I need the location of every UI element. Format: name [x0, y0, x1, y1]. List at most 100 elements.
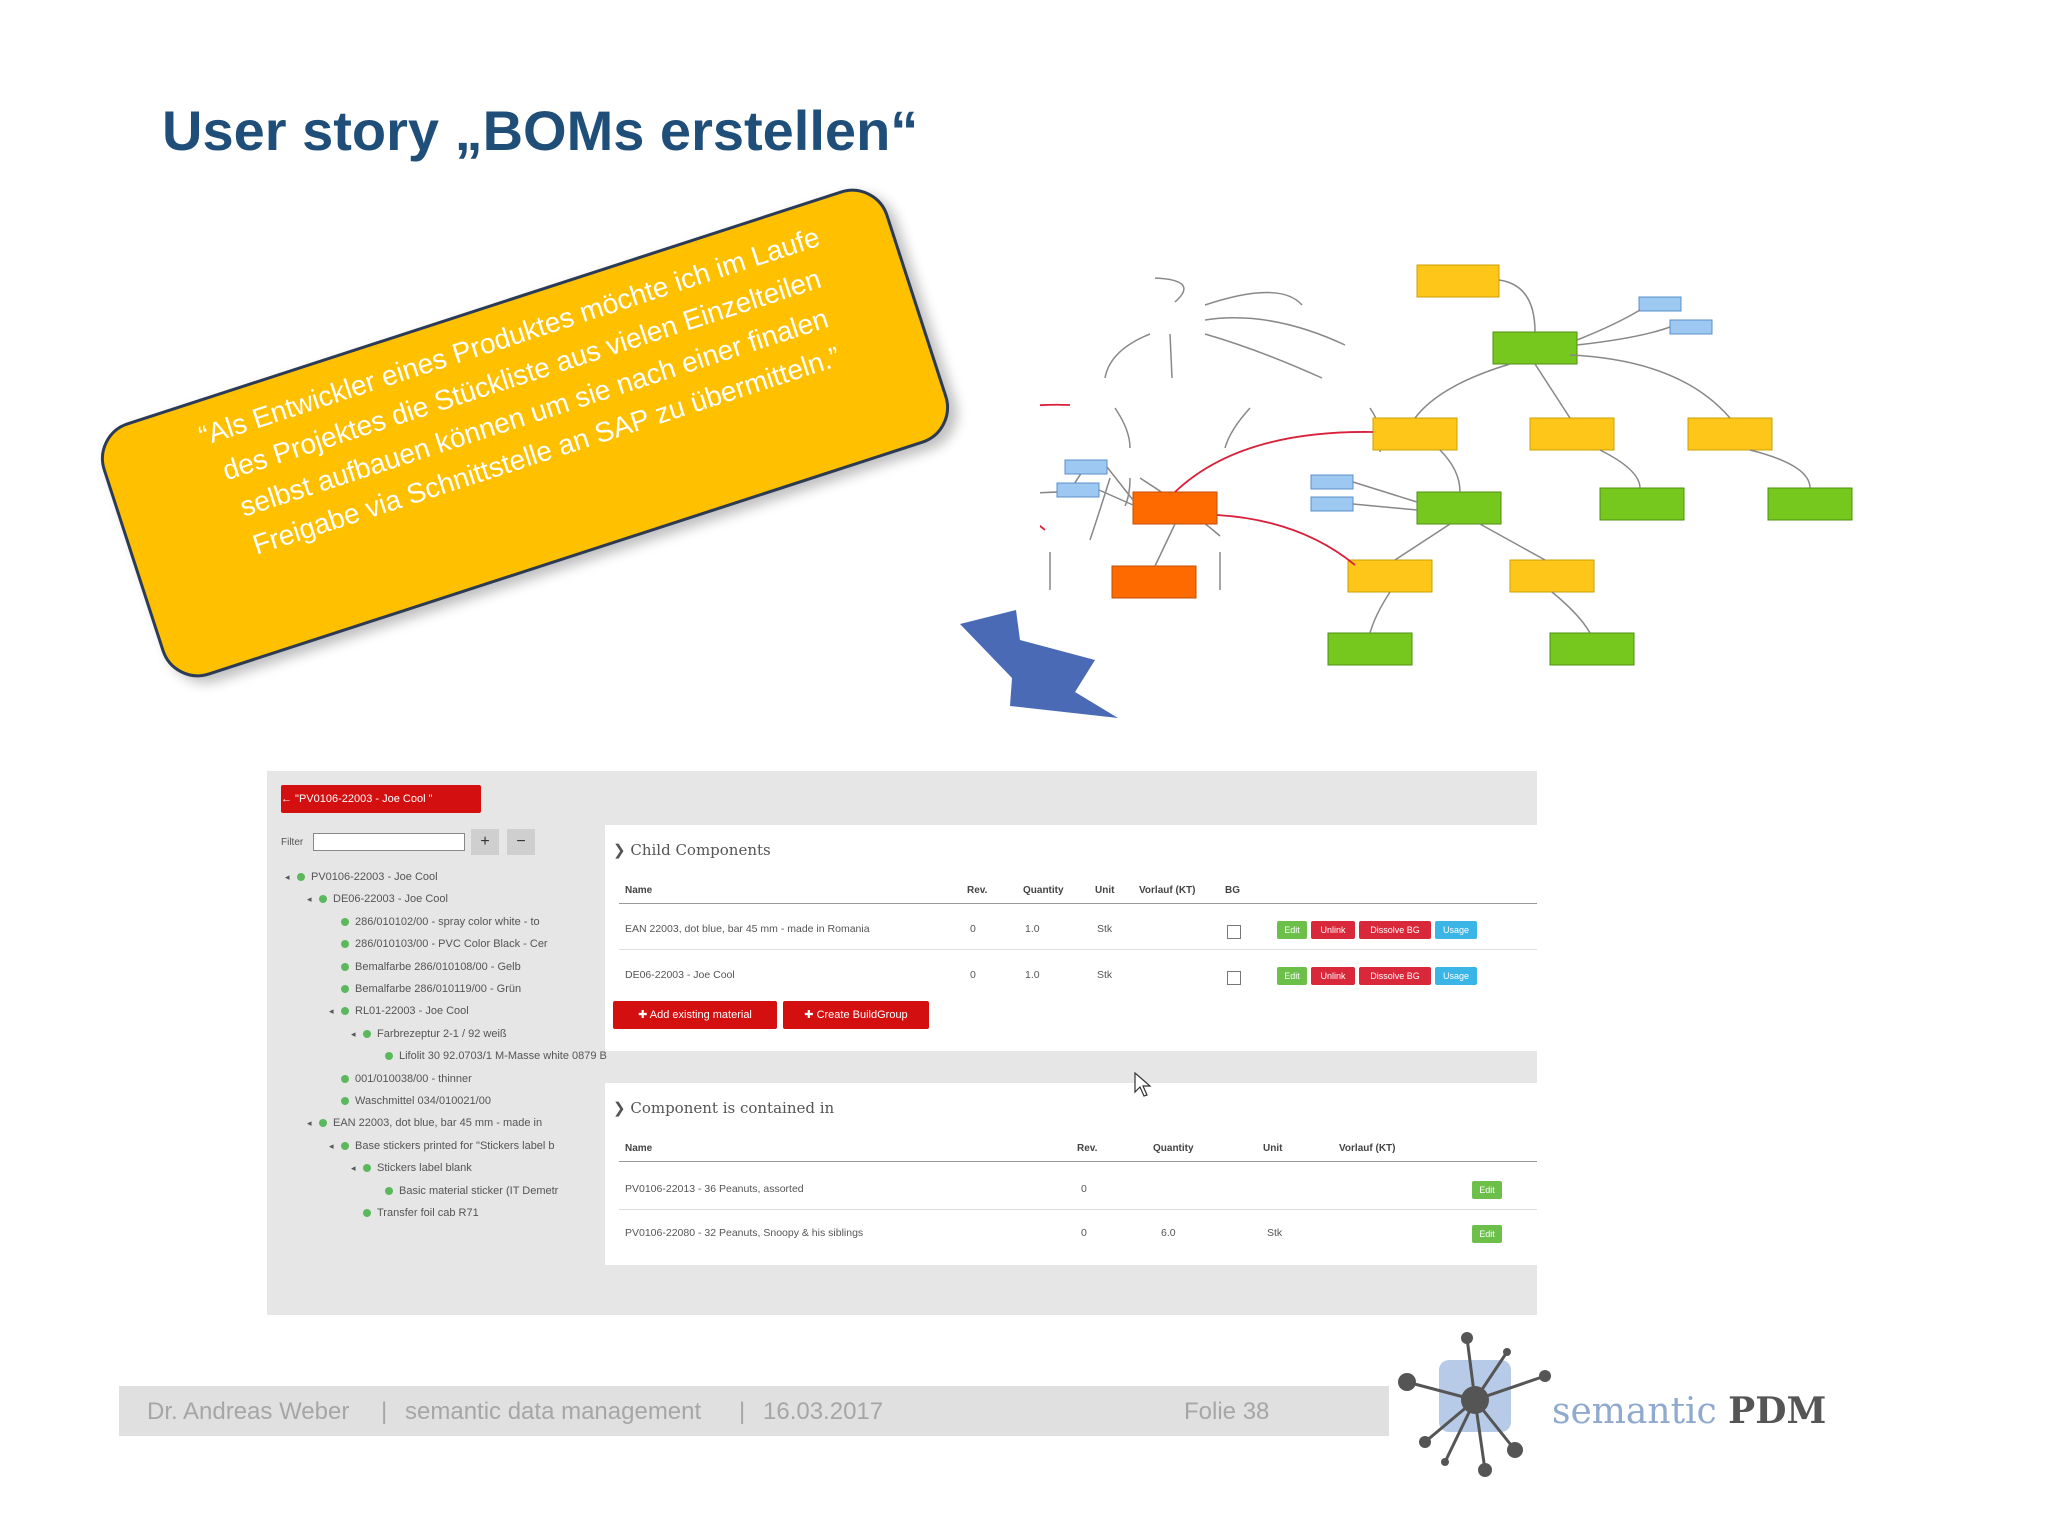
- status-dot-icon: [363, 1209, 371, 1218]
- tree-node[interactable]: Waschmittel 034/010021/00: [329, 1095, 491, 1107]
- tree-node[interactable]: Lifolit 30 92.0703/1 M-Masse white 0879 …: [373, 1050, 607, 1062]
- tree-node-label: 286/010103/00 - PVC Color Black - Cer: [355, 938, 548, 951]
- semantic-pdm-logo-icon: [1398, 1332, 1551, 1477]
- expand-all-button[interactable]: +: [471, 829, 499, 855]
- graph-edge: [1352, 503, 1418, 511]
- footer-bar: Dr. Andreas Weber | semantic data manage…: [119, 1386, 1389, 1436]
- col-unit: Unit: [1263, 1143, 1283, 1154]
- tree-expand-caret-icon[interactable]: ◂: [307, 1118, 312, 1129]
- parent-row-name: PV0106-22013 - 36 Peanuts, assorted: [625, 1183, 804, 1195]
- add-existing-material-button[interactable]: ✚ Add existing material: [613, 1001, 777, 1029]
- graph-node-blue: [1310, 496, 1354, 512]
- graph-edge: [1534, 363, 1571, 419]
- graph-node-green: [1492, 331, 1578, 365]
- filter-input[interactable]: [313, 833, 465, 851]
- graph-edge: [1154, 523, 1176, 567]
- graph-node-orange: [1111, 565, 1197, 599]
- dissolve-bg-button[interactable]: Dissolve BG: [1359, 967, 1431, 985]
- status-dot-icon: [385, 1052, 393, 1061]
- status-dot-icon: [341, 985, 349, 994]
- bom-graph: [1040, 264, 1853, 666]
- status-dot-icon: [341, 940, 349, 949]
- tree-node[interactable]: ◂Base stickers printed for "Stickers lab…: [329, 1140, 555, 1152]
- graph-edge: [1106, 466, 1134, 501]
- graph-node-green: [1549, 632, 1635, 666]
- usage-button[interactable]: Usage: [1435, 967, 1477, 985]
- dissolve-bg-button[interactable]: Dissolve BG: [1359, 921, 1431, 939]
- collapse-all-button[interactable]: −: [507, 829, 535, 855]
- graph-edge: [1394, 523, 1451, 561]
- col-name: Name: [625, 885, 653, 896]
- tree-node[interactable]: ◂ EAN 22003, dot blue, bar 45 mm - made i…: [307, 1117, 542, 1129]
- graph-edge: [1576, 326, 1671, 346]
- graph-node-yellow: [1509, 559, 1595, 593]
- footer-separator: |: [739, 1398, 746, 1425]
- tree-node[interactable]: Bemalfarbe 286/010108/00 - Gelb: [329, 961, 521, 973]
- graph-edge: [1414, 363, 1511, 419]
- tree-node[interactable]: ◂Stickers label blank: [351, 1162, 472, 1174]
- edit-button[interactable]: Edit: [1472, 1225, 1502, 1243]
- tree-node[interactable]: ◂DE06-22003 - Joe Cool: [307, 893, 448, 905]
- tree-node[interactable]: 286/010103/00 - PVC Color Black - Cer: [329, 938, 548, 950]
- tree-node-label: EAN 22003, dot blue, bar 45 mm - made in: [333, 1117, 543, 1130]
- footer-topic: semantic data management: [405, 1398, 702, 1425]
- col-quantity: Quantity: [1153, 1143, 1194, 1154]
- child-row-unit: Stk: [1097, 969, 1113, 981]
- graph-edge-red: [1174, 431, 1374, 493]
- status-dot-icon: [341, 1141, 349, 1150]
- bg-checkbox[interactable]: [1227, 925, 1241, 939]
- tree-node-label: Bemalfarbe 286/010119/00 - Grün: [355, 983, 522, 995]
- graph-edge: [1104, 333, 1151, 379]
- col-vorlauf: Vorlauf (KT): [1139, 885, 1196, 896]
- tree-node[interactable]: Basic material sticker (IT Demetr: [373, 1185, 558, 1197]
- graph-edge: [1352, 481, 1418, 503]
- create-buildgroup-button[interactable]: ✚ Create BuildGroup: [783, 1001, 929, 1029]
- graph-edge: [1098, 489, 1134, 506]
- tree-node[interactable]: ◂Farbrezeptur 2-1 / 92 weiß: [351, 1028, 507, 1040]
- edit-button[interactable]: Edit: [1472, 1181, 1502, 1199]
- footer-author: Dr. Andreas Weber: [147, 1398, 350, 1425]
- unlink-button[interactable]: Unlink: [1311, 967, 1355, 985]
- graph-edge: [1204, 317, 1346, 346]
- graph-edge-red: [1216, 514, 1356, 566]
- usage-button[interactable]: Usage: [1435, 921, 1477, 939]
- tree-expand-caret-icon[interactable]: ◂: [351, 1163, 356, 1174]
- tree-node[interactable]: 001/010038/00 - thinner: [329, 1073, 472, 1085]
- col-bg: BG: [1225, 885, 1240, 896]
- edit-button[interactable]: Edit: [1277, 967, 1307, 985]
- status-dot-icon: [297, 873, 305, 882]
- status-dot-icon: [341, 1074, 349, 1083]
- parent-row-rev: 0: [1081, 1183, 1087, 1195]
- tree-expand-caret-icon[interactable]: ◂: [351, 1028, 356, 1039]
- graph-node-yellow: [1372, 417, 1458, 451]
- tree-node[interactable]: ◂RL01-22003 - Joe Cool: [329, 1005, 469, 1017]
- tree-node[interactable]: ◂PV0106-22003 - Joe Cool: [285, 871, 438, 883]
- tree-node[interactable]: Transfer foil cab R71: [351, 1207, 479, 1219]
- col-vorlauf: Vorlauf (KT): [1339, 1143, 1396, 1154]
- status-dot-icon: [363, 1164, 371, 1173]
- back-breadcrumb-button[interactable]: ← "PV0106-22003 - Joe Cool ": [281, 785, 481, 813]
- graph-node-orange: [1132, 491, 1218, 525]
- footer-separator: |: [381, 1398, 388, 1425]
- filter-label: Filter: [281, 837, 304, 848]
- tree-expand-caret-icon[interactable]: ◂: [307, 894, 312, 905]
- tree-node-label: Waschmittel 034/010021/00: [355, 1095, 491, 1107]
- status-dot-icon: [319, 1119, 327, 1128]
- mouse-cursor-icon: [1134, 1072, 1152, 1097]
- status-dot-icon: [341, 917, 349, 926]
- down-left-arrow-icon: [960, 610, 1118, 718]
- graph-edge: [1569, 354, 1731, 419]
- edit-button[interactable]: Edit: [1277, 921, 1307, 939]
- graph-node-yellow: [1687, 417, 1773, 451]
- graph-node-yellow: [1529, 417, 1615, 451]
- tree-node[interactable]: 286/010102/00 - spray color white - to: [329, 916, 540, 928]
- graph-node-green: [1767, 487, 1853, 521]
- col-rev: Rev.: [967, 885, 988, 896]
- unlink-button[interactable]: Unlink: [1311, 921, 1355, 939]
- tree-expand-caret-icon[interactable]: ◂: [285, 872, 290, 882]
- tree-expand-caret-icon[interactable]: ◂: [329, 1006, 334, 1017]
- col-unit: Unit: [1095, 885, 1115, 896]
- tree-expand-caret-icon[interactable]: ◂: [329, 1140, 334, 1151]
- tree-node[interactable]: Bemalfarbe 286/010119/00 - Grün: [329, 983, 521, 995]
- bg-checkbox[interactable]: [1227, 971, 1241, 985]
